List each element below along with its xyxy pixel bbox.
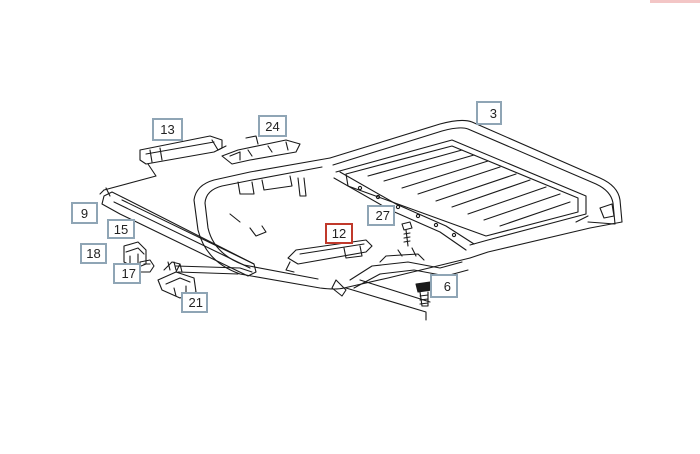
roof-frame-part-3 [193, 119, 623, 290]
part-13-bracket [103, 135, 227, 191]
callout-6[interactable]: 6 [430, 274, 458, 298]
callout-3[interactable]: 3 [476, 101, 502, 125]
callout-27[interactable]: 27 [367, 205, 395, 226]
callout-13[interactable]: 13 [152, 118, 183, 141]
part-12-guide-bar [285, 239, 373, 273]
callout-24[interactable]: 24 [258, 115, 287, 137]
callout-17[interactable]: 17 [113, 263, 141, 284]
part-27-screw [401, 221, 413, 247]
callout-9[interactable]: 9 [71, 202, 98, 224]
part-24-bracket [221, 135, 301, 165]
corner-mark [650, 0, 700, 3]
part-9-deflector-rail [99, 187, 257, 277]
callout-12[interactable]: 12 [325, 223, 353, 244]
callout-15[interactable]: 15 [107, 219, 135, 239]
callout-18[interactable]: 18 [80, 243, 107, 264]
callout-21[interactable]: 21 [181, 292, 208, 313]
